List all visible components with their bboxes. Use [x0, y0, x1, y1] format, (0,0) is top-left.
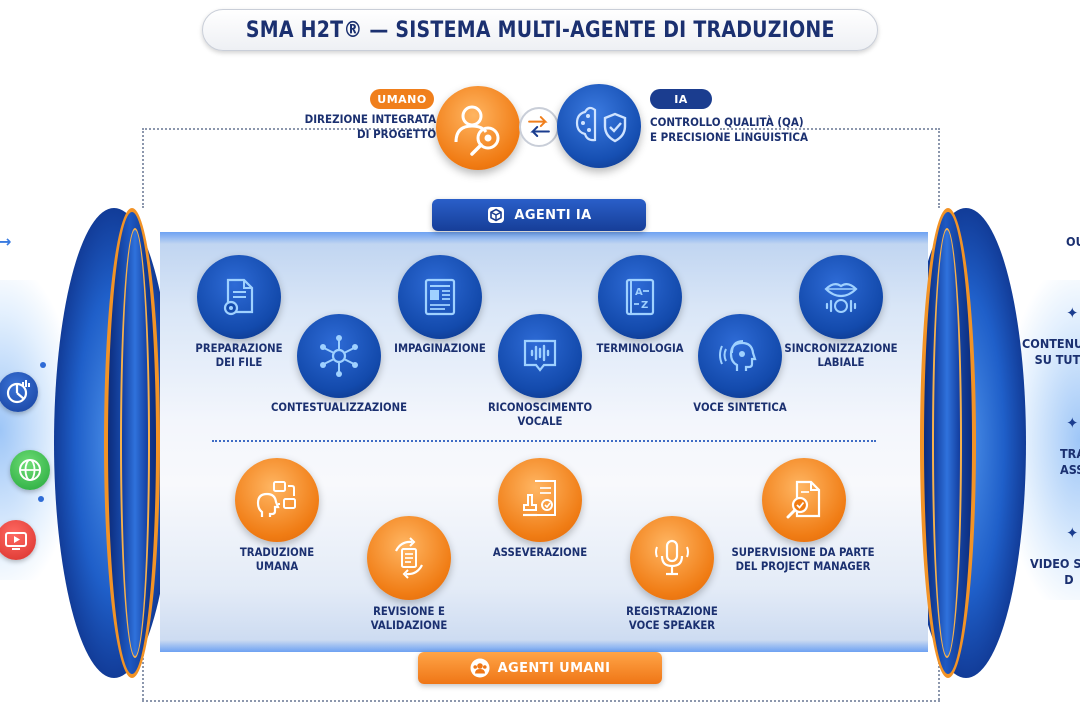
agents-divider: [212, 440, 876, 442]
frame-bottom-line: [142, 700, 940, 702]
svg-text:A: A: [635, 287, 643, 298]
agent-terminology-label: TERMINOLOGIA: [596, 341, 684, 355]
agent-review-validation-label: REVISIONE E VALIDAZIONE: [370, 604, 448, 632]
document-gear-icon: [223, 278, 254, 316]
agent-synthetic-voice: [698, 314, 782, 398]
ai-qa-line1: CONTROLLO QUALITÀ (QA): [650, 115, 804, 129]
frame-top-line-right: [720, 128, 940, 130]
document-search-icon: [786, 480, 821, 519]
person-eye-icon: [454, 105, 500, 156]
ai-qa-text: CONTROLLO QUALITÀ (QA) E PRECISIONE LING…: [650, 115, 808, 145]
play-screen-glyph: [5, 532, 27, 550]
chart-icon: [0, 372, 38, 412]
human-direction-line1: DIREZIONE INTEGRATA: [304, 112, 436, 126]
human-direction-line2: DI PROGETTO: [356, 127, 436, 141]
svg-text:Z: Z: [641, 300, 648, 311]
translator-icon: [256, 481, 296, 517]
microphone-icon: [655, 539, 689, 576]
agent-human-translation: [235, 458, 319, 542]
cube-icon: [488, 207, 505, 223]
ai-qa-line2: E PRECISIONE LINGUISTICA: [650, 130, 809, 144]
sparkle-icon: ✦: [1066, 304, 1079, 322]
voice-wave-icon: [523, 339, 557, 372]
agent-speaker-recording-label: REGISTRAZIONE VOCE SPEAKER: [626, 604, 718, 632]
decorative-dot-2: [38, 496, 44, 502]
frame-right-line: [938, 128, 940, 208]
agent-layout: [398, 255, 482, 339]
frame-top-line: [142, 128, 434, 130]
swap-arrows-icon: [528, 116, 550, 137]
ai-agents-banner: AGENTI IA: [432, 199, 646, 231]
input-arrow-icon: →: [0, 232, 12, 251]
agent-sworn-certification-label: ASSEVERAZIONE: [492, 545, 588, 559]
agent-speech-recognition-label: RICONOSCIMENTO VOCALE: [487, 400, 593, 428]
agent-contextualization-label: CONTESTUALIZZAZIONE: [270, 400, 408, 414]
agent-speech-recognition: [498, 314, 582, 398]
sparkle-icon-2: ✦: [1066, 414, 1079, 432]
headset-voice-icon: [719, 340, 757, 371]
agent-lip-sync: [799, 255, 883, 339]
agent-contextualization: [297, 314, 381, 398]
title-pill: SMA H2T® — SISTEMA MULTI-AGENTE DI TRADU…: [202, 9, 878, 51]
brain-shield-icon: [575, 106, 627, 143]
agent-file-preparation: [197, 255, 281, 339]
network-icon: [320, 335, 358, 377]
agent-terminology: A Z: [598, 255, 682, 339]
globe-glyph: [19, 459, 41, 481]
human-agents-banner: AGENTI UMANI: [418, 652, 662, 684]
glossary-book-icon: A Z: [625, 278, 655, 316]
review-cycle-icon: [395, 537, 423, 579]
ai-tag: IA: [650, 89, 712, 109]
decorative-dot: [40, 362, 46, 368]
project-direction-circle: [436, 86, 520, 170]
agent-review-validation: [367, 516, 451, 600]
agent-human-translation-label: TRADUZIONE UMANA: [239, 545, 315, 573]
sparkle-icon-3: ✦: [1066, 524, 1079, 542]
frame-left-line-bottom: [142, 650, 144, 700]
video-icon: [0, 520, 36, 560]
human-direction-text: DIREZIONE INTEGRATA DI PROGETTO: [304, 112, 436, 142]
human-tag: UMANO: [370, 89, 434, 109]
output-item-3: VIDEO SO D: [1030, 556, 1080, 587]
output-item-1: CONTENUT SU TUT: [1022, 336, 1080, 367]
frame-left-line: [142, 128, 144, 208]
tube-top-edge: [160, 232, 928, 244]
stamp-icon: [523, 480, 556, 517]
pie-chart-glyph: [6, 380, 30, 404]
quality-control-circle: [557, 84, 641, 168]
agent-lip-sync-label: SINCRONIZZAZIONE LABIALE: [784, 341, 898, 369]
agent-synthetic-voice-label: VOCE SINTETICA: [693, 400, 787, 414]
layout-icon: [424, 278, 456, 316]
agent-layout-label: IMPAGINAZIONE: [394, 341, 486, 355]
exchange-circle: [519, 107, 559, 147]
tube-right-inner-ring: [932, 228, 962, 658]
agent-pm-supervision-label: SUPERVISIONE DA PARTE DEL PROJECT MANAGE…: [731, 545, 875, 573]
output-heading: OU: [1066, 234, 1080, 249]
people-icon: [470, 658, 490, 678]
lips-sync-icon: [824, 282, 858, 313]
human-agents-banner-label: AGENTI UMANI: [497, 660, 611, 676]
agent-pm-supervision: [762, 458, 846, 542]
tube-left-inner-ring: [120, 228, 150, 658]
agent-file-preparation-label: PREPARAZIONE DEI FILE: [195, 341, 283, 369]
page-title: SMA H2T® — SISTEMA MULTI-AGENTE DI TRADU…: [245, 17, 835, 43]
agent-sworn-certification: [498, 458, 582, 542]
ai-agents-banner-label: AGENTI IA: [514, 207, 592, 223]
globe-icon: [10, 450, 50, 490]
agent-speaker-recording: [630, 516, 714, 600]
tube-bottom-edge: [160, 640, 928, 652]
output-item-2: TRA ASS: [1060, 446, 1080, 477]
frame-right-line-bottom: [938, 650, 940, 700]
